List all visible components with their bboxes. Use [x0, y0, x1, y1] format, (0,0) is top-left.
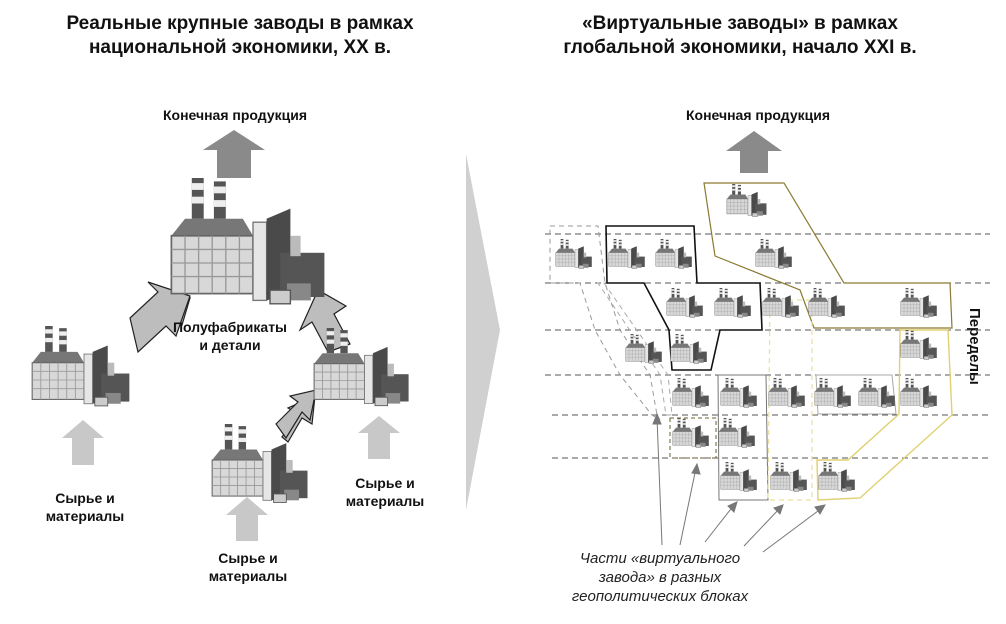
- factory-main-icon: [168, 178, 338, 316]
- virtual-factory-icon: [814, 378, 854, 414]
- virtual-factory-icon: [768, 378, 808, 414]
- pointer-arrow-1: [656, 417, 663, 546]
- raw-line1: Сырье и: [355, 475, 415, 491]
- virtual-factory-icon: [770, 462, 810, 498]
- right-title-line1: «Виртуальные заводы» в рамках: [582, 13, 898, 34]
- caption-line2: завода» в разных: [598, 569, 722, 586]
- raw-arrow-3: [358, 416, 400, 459]
- virtual-factory-icon: [670, 334, 710, 370]
- semi-finished-line2: и детали: [199, 337, 261, 353]
- block-yellow: [816, 329, 953, 501]
- semi-finished-arrow-left-body: [129, 281, 191, 354]
- raw-line1: Сырье и: [218, 550, 278, 566]
- left-title: Реальные крупные заводы в рамках национа…: [30, 12, 450, 60]
- caption-line3: геополитических блоках: [571, 588, 749, 605]
- virtual-factory-icon: [655, 239, 695, 275]
- left-title-line2: национальной экономики, XX в.: [88, 37, 392, 58]
- virtual-factory-icon: [555, 239, 595, 275]
- virtual-factory-icon: [608, 239, 648, 275]
- pointer-arrow-head-3: [727, 501, 738, 513]
- pointer-arrow-3: [704, 504, 735, 543]
- raw-line2: материалы: [345, 493, 425, 509]
- virtual-factory-icon: [900, 378, 940, 414]
- block-yellow-dashed: [767, 299, 813, 501]
- raw-materials-label-3: Сырье и материалы: [330, 474, 440, 510]
- virtual-factory-icon: [720, 462, 760, 498]
- stages-axis-label: Переделы: [966, 308, 983, 385]
- factory-right-icon: [312, 328, 417, 415]
- right-title-line2: глобальной экономики, начало XXI в.: [563, 37, 917, 58]
- pointer-arrow-head-2: [691, 462, 701, 475]
- virtual-factory-icon: [672, 378, 712, 414]
- virtual-factory-caption: Части «виртуального завода» в разных гео…: [560, 549, 760, 606]
- virtual-factory-icon: [858, 378, 898, 414]
- virtual-factory-icon: [726, 184, 770, 223]
- final-product-arrow-left: [203, 130, 265, 178]
- semi-finished-label: Полуфабрикаты и детали: [160, 318, 300, 354]
- virtual-factory-icon: [808, 288, 848, 324]
- raw-line2: материалы: [45, 508, 125, 524]
- virtual-factory-icon: [818, 462, 858, 498]
- block-gray-solid: [717, 374, 769, 501]
- virtual-factory-icon: [755, 239, 795, 275]
- right-final-product-label: Конечная продукция: [685, 107, 831, 123]
- virtual-factory-icon: [625, 334, 665, 370]
- semi-finished-arrow-bottom-body: [275, 389, 317, 440]
- semi-finished-line1: Полуфабрикаты: [172, 319, 288, 335]
- right-title: «Виртуальные заводы» в рамках глобальной…: [500, 12, 980, 60]
- block-gray-dashed-2: [597, 282, 673, 416]
- virtual-factory-icon: [672, 418, 712, 454]
- pointer-arrow-head-4: [773, 504, 784, 515]
- pointer-arrow-2: [679, 467, 697, 546]
- raw-materials-label-1: Сырье и материалы: [30, 489, 140, 525]
- pointer-arrow-head-5: [814, 504, 826, 515]
- factory-bottom-icon: [210, 424, 316, 512]
- pointer-arrow-head-1: [652, 412, 662, 425]
- block-gray-dashed: [549, 225, 661, 421]
- virtual-factory-icon: [718, 418, 758, 454]
- left-final-product-label: Конечная продукция: [162, 107, 308, 123]
- raw-line2: материалы: [208, 568, 288, 584]
- virtual-factory-icon: [714, 288, 754, 324]
- final-product-arrow-right: [726, 131, 782, 173]
- factory-left-icon: [30, 326, 138, 415]
- raw-arrow-2: [226, 497, 268, 541]
- block-black: [605, 225, 763, 371]
- virtual-factory-icon: [900, 288, 940, 324]
- raw-arrow-1: [62, 420, 104, 465]
- left-title-line1: Реальные крупные заводы в рамках: [66, 13, 414, 34]
- caption-line1: Части «виртуального: [579, 550, 741, 567]
- virtual-factory-icon: [720, 378, 760, 414]
- block-olive-dashed: [669, 417, 717, 459]
- raw-materials-label-2: Сырье и материалы: [193, 549, 303, 585]
- virtual-factory-icon: [900, 330, 940, 366]
- block-olive: [703, 182, 953, 329]
- virtual-factory-icon: [762, 288, 802, 324]
- pointer-arrow-5: [762, 507, 823, 553]
- transition-arrow: [466, 154, 500, 510]
- raw-line1: Сырье и: [55, 490, 115, 506]
- pointer-arrow-4: [743, 507, 781, 547]
- virtual-factory-icon: [666, 288, 706, 324]
